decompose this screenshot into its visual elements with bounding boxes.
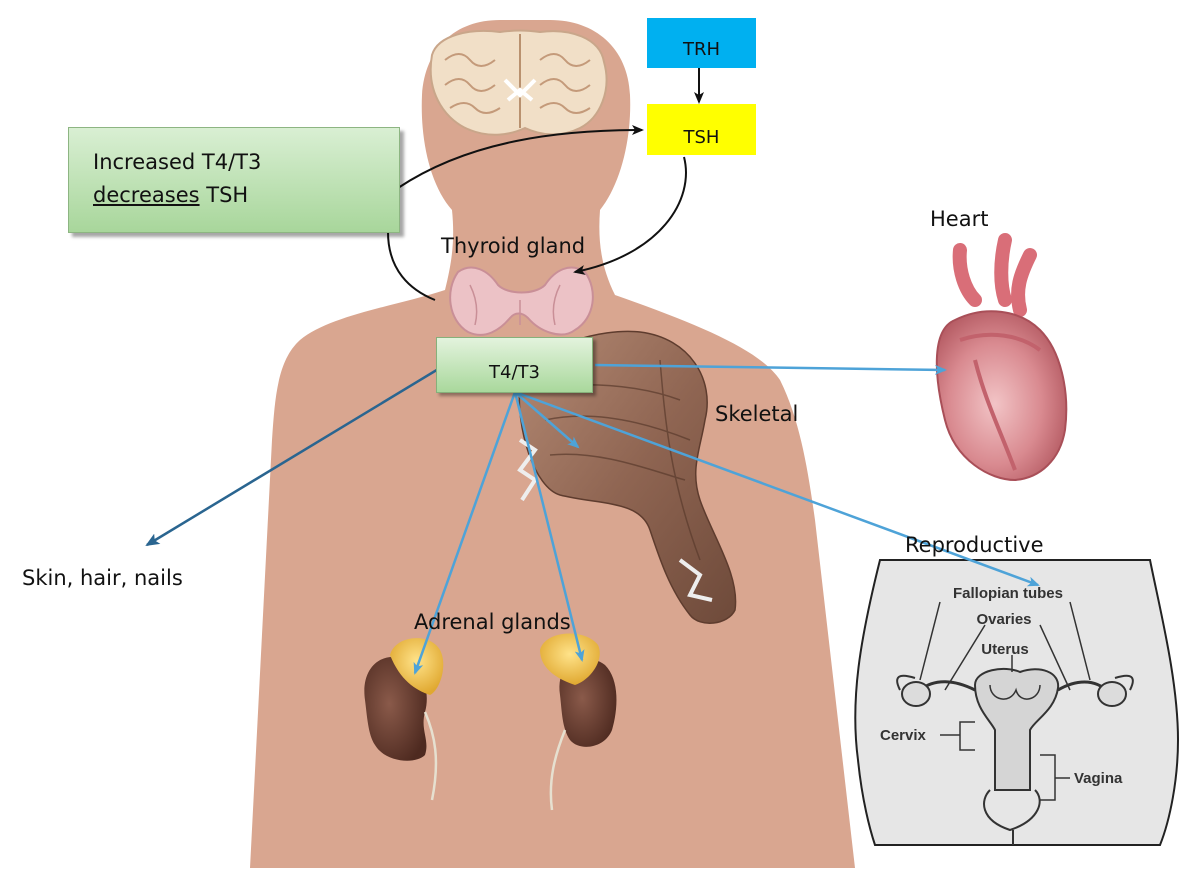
arrow-to-left-adrenal (413, 391, 517, 675)
arrow-thyroid-to-feedback (387, 231, 436, 301)
heart-image (935, 233, 1068, 482)
feedback-rest: TSH (199, 183, 249, 207)
ovaries-label: Ovaries (976, 611, 1031, 628)
fallopian-label: Fallopian tubes (953, 585, 1063, 602)
arrow-to-skeletal (514, 391, 580, 449)
right-kidney-image (540, 633, 617, 811)
thyroid-gland-label: Thyroid gland (441, 234, 586, 258)
arrow-feedback-to-tsh (397, 125, 644, 189)
feedback-line1: Increased T4/T3 (93, 150, 262, 174)
feedback-emphasis: decreases (93, 183, 200, 207)
skeletal-label: Skeletal (715, 402, 799, 426)
vagina-label: Vagina (1074, 770, 1123, 787)
heart-label: Heart (930, 207, 989, 231)
reproductive-image: Fallopian tubes Ovaries Uterus Cervix Va… (854, 559, 1180, 846)
tsh-box: TSH (647, 104, 756, 155)
feedback-line2: decreases TSH (93, 179, 399, 212)
feedback-box: Increased T4/T3 decreases TSH (68, 127, 400, 233)
uterus-label: Uterus (981, 641, 1029, 658)
arrow-to-reproductive (514, 390, 1040, 587)
trh-box: TRH (647, 18, 756, 68)
arm-muscle-image (517, 330, 737, 624)
arrow-to-right-adrenal (513, 391, 585, 662)
skin-label: Skin, hair, nails (22, 566, 183, 590)
t4t3-label: T4/T3 (489, 362, 540, 383)
brain-image (429, 29, 608, 136)
t4t3-box: T4/T3 (436, 337, 593, 393)
thyroid-image (449, 266, 594, 336)
trh-label: TRH (682, 39, 721, 60)
arrow-to-heart (594, 363, 947, 375)
arrow-tsh-to-thyroid (573, 156, 687, 275)
tsh-label: TSH (683, 127, 720, 148)
arrow-to-skin (145, 366, 441, 547)
adrenal-label: Adrenal glands (414, 610, 571, 634)
reproductive-label: Reproductive (905, 533, 1044, 557)
cervix-label: Cervix (880, 727, 927, 744)
